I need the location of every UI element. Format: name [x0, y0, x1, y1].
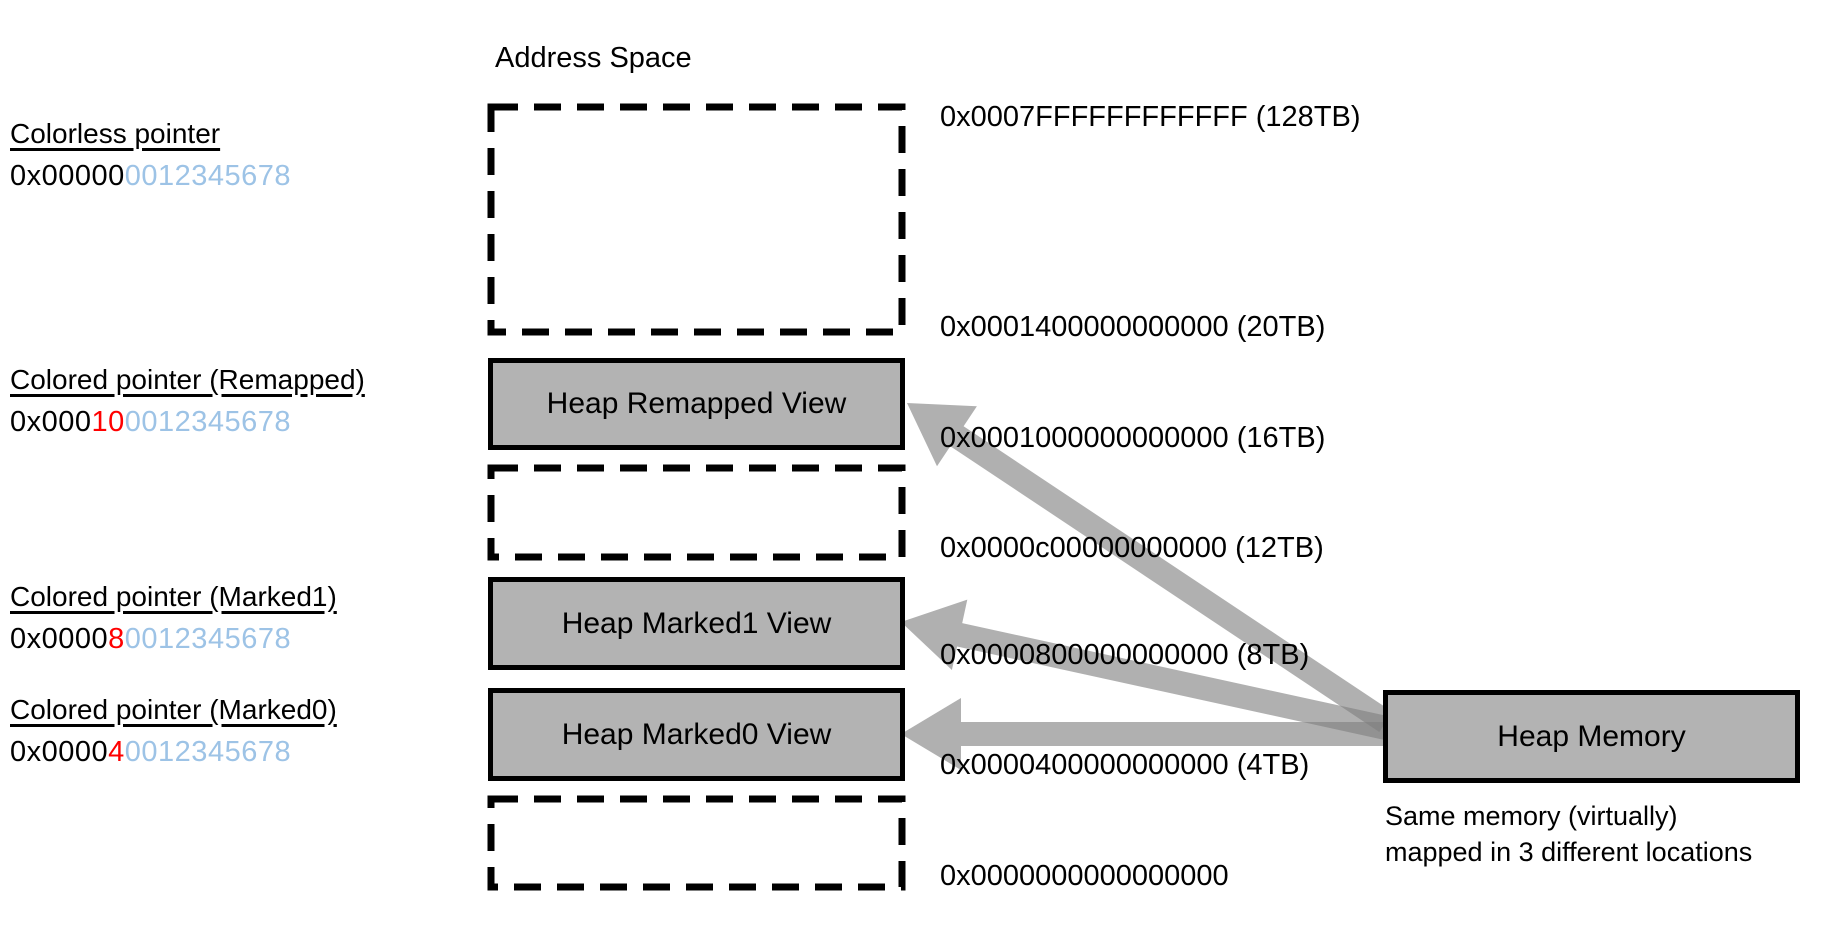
remapped-pointer-label: Colored pointer (Remapped) — [10, 364, 365, 395]
mapping-arrow-heap-marked1-view — [901, 599, 1389, 740]
value-segment: 0x0000 — [10, 623, 109, 655]
colorless-pointer-label: Colorless pointer — [10, 118, 221, 149]
address-label-zero: 0x0000000000000000 — [940, 860, 1229, 892]
address-label-128tb: 0x0007FFFFFFFFFFFF (128TB) — [940, 101, 1361, 133]
value-segment: 0012345678 — [124, 623, 292, 655]
address-label-16tb: 0x0001000000000000 (16TB) — [940, 422, 1326, 454]
heap-memory-caption-line2: mapped in 3 different locations — [1385, 837, 1753, 867]
mapping-arrow-heap-marked0-view — [901, 698, 1386, 770]
value-segment: 0012345678 — [124, 736, 292, 768]
heap-memory-box: Heap Memory — [1383, 690, 1800, 783]
marked0-pointer-label: Colored pointer (Marked0) — [10, 694, 337, 725]
mapping-arrow-heap-remapped-view — [907, 403, 1393, 732]
value-segment: 0x00000 — [10, 160, 125, 192]
heap-memory-label: Heap Memory — [1497, 719, 1686, 753]
heap-memory-caption-line1: Same memory (virtually) — [1385, 801, 1678, 831]
address-label-12tb: 0x0000c00000000000 (12TB) — [940, 532, 1324, 564]
address-label-20tb: 0x0001400000000000 (20TB) — [940, 311, 1326, 343]
value-segment: 10 — [91, 406, 125, 438]
remapped-pointer-value: 0x000100012345678 — [10, 406, 291, 439]
address-label-8tb: 0x0000800000000000 (8TB) — [940, 639, 1310, 671]
unmapped-region-bottom — [487, 795, 906, 891]
heap-marked1-view-box: Heap Marked1 View — [488, 577, 905, 670]
heap-remapped-view-label: Heap Remapped View — [546, 387, 847, 420]
unmapped-region-top — [487, 103, 906, 336]
heap-marked1-view-label: Heap Marked1 View — [561, 606, 832, 640]
heap-marked0-view-label: Heap Marked0 View — [561, 717, 832, 751]
value-segment: 4 — [108, 736, 125, 768]
colorless-pointer-value: 0x000000012345678 — [10, 160, 291, 193]
value-segment: 0x0000 — [10, 736, 109, 768]
heap-remapped-view-box: Heap Remapped View — [488, 358, 905, 450]
value-segment: 0012345678 — [124, 406, 292, 438]
marked1-pointer-label: Colored pointer (Marked1) — [10, 581, 337, 612]
value-segment: 8 — [108, 623, 125, 655]
marked1-pointer-value: 0x000080012345678 — [10, 623, 291, 656]
address-space-title: Address Space — [495, 42, 692, 74]
marked0-pointer-value: 0x000040012345678 — [10, 736, 291, 769]
value-segment: 0012345678 — [124, 160, 292, 192]
heap-marked0-view-box: Heap Marked0 View — [488, 688, 905, 781]
value-segment: 0x000 — [10, 406, 92, 438]
address-label-4tb: 0x0000400000000000 (4TB) — [940, 749, 1310, 781]
unmapped-region-middle — [487, 464, 906, 561]
